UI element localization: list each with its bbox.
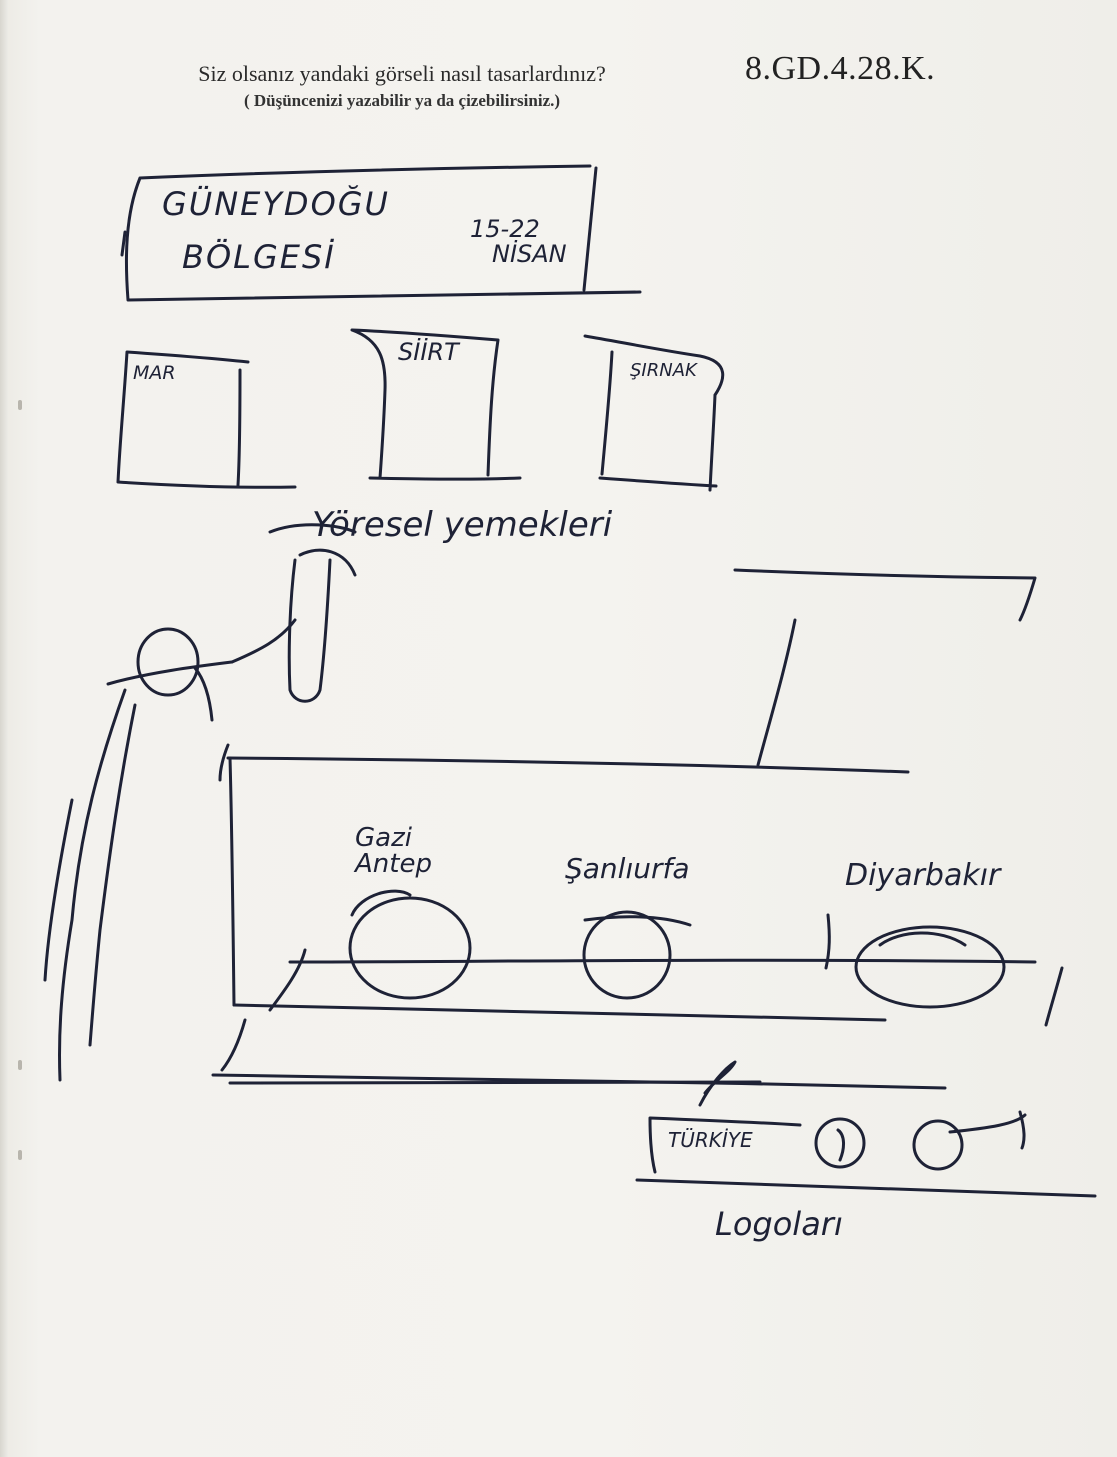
person-head	[138, 629, 198, 695]
person-body	[45, 690, 135, 1080]
logo-bar-text: TÜRKİYE	[668, 1128, 753, 1152]
caption-logos: Logoları	[715, 1205, 843, 1243]
box-label-sirnak: ŞIRNAK	[630, 360, 697, 381]
rail-2	[230, 1082, 760, 1083]
table-front	[220, 745, 234, 1005]
person-neck	[195, 668, 212, 720]
label-sanliurfa: Şanlıurfa	[565, 852, 690, 885]
pestle	[289, 550, 355, 701]
caption-local-dishes: Yöresel yemekleri	[312, 505, 612, 545]
logo-bar	[637, 1112, 1095, 1196]
person-arm	[232, 620, 295, 662]
plate-diyarbakir-lid	[880, 933, 965, 945]
logo-circle-mark	[838, 1130, 844, 1160]
table-top	[228, 758, 908, 772]
plate-urfa	[584, 912, 670, 998]
banner-title-line2: BÖLGESİ	[182, 238, 336, 276]
label-gaziantep: Gazi Antep	[355, 825, 432, 877]
box-label-mardin: MAR	[133, 362, 176, 384]
person-hat-brim	[108, 662, 232, 684]
banner-left-tick	[122, 232, 125, 255]
plate-diyarbakir	[856, 927, 1004, 1007]
plate-diyarbakir-mark	[826, 915, 829, 968]
logo-circle	[914, 1121, 962, 1169]
plate-diyarbakir-mark	[1046, 968, 1062, 1025]
banner-date-top: 15-22	[470, 215, 540, 243]
plate-line	[290, 960, 1035, 962]
table-floor	[234, 1005, 885, 1020]
banner-date-bottom: NİSAN	[492, 240, 567, 268]
banner-title-line1: GÜNEYDOĞU	[162, 185, 390, 223]
box-label-siirt: SİİRT	[398, 338, 459, 366]
label-diyarbakir: Diyarbakır	[845, 858, 1000, 893]
table-leg	[222, 1020, 245, 1070]
plate-line	[270, 950, 305, 1010]
plate-antep	[350, 898, 470, 998]
board	[735, 570, 1035, 765]
